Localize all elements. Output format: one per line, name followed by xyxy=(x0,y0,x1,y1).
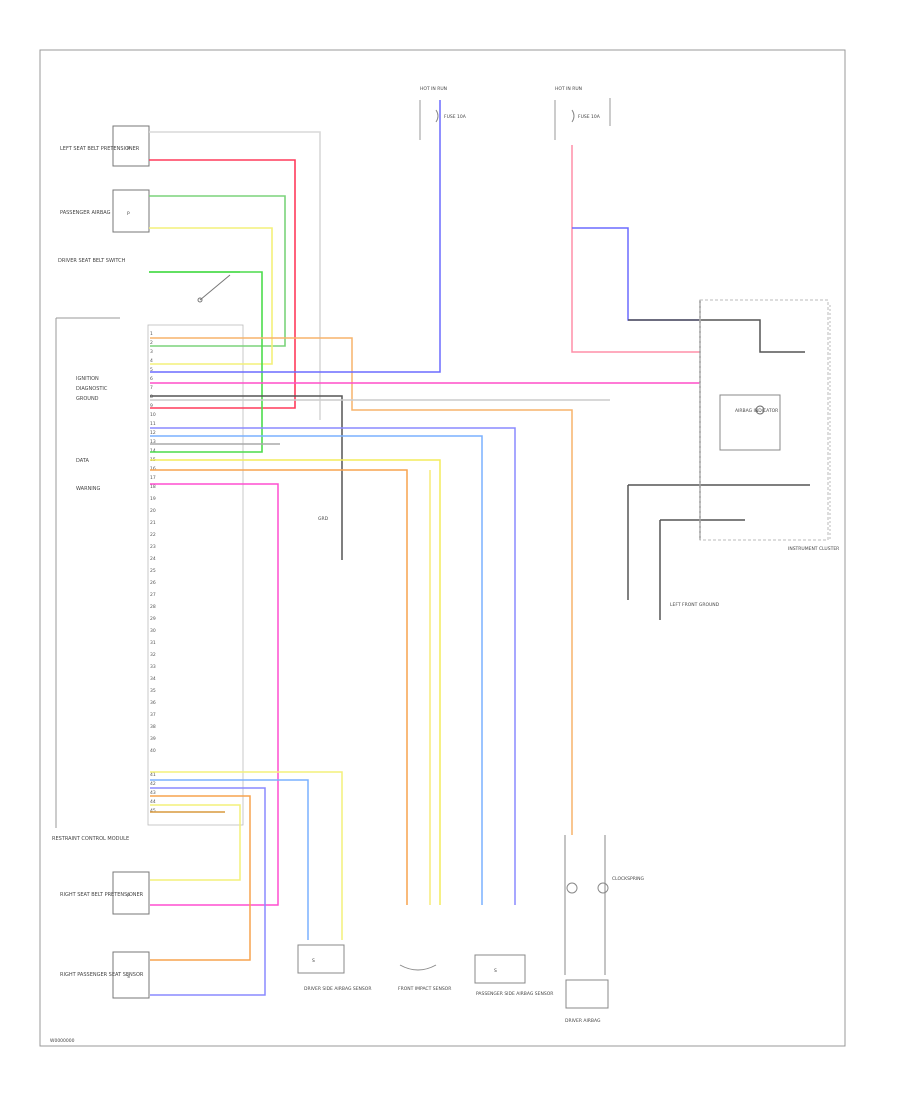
front-impact-sensor-label: FRONT IMPACT SENSOR xyxy=(398,986,451,992)
wires-module-right xyxy=(150,100,700,906)
module-diag-label: DIAGNOSTIC xyxy=(76,386,108,392)
svg-text:P: P xyxy=(127,146,130,152)
left-ground-label: LEFT FRONT GROUND xyxy=(670,602,720,608)
svg-text:26: 26 xyxy=(150,580,156,586)
passenger-airbag: P PASSENGER AIRBAG xyxy=(60,189,150,233)
right-passenger-sensor: S RIGHT PASSENGER SEAT SENSOR xyxy=(60,951,150,999)
module-data-label: DATA xyxy=(76,458,89,464)
svg-text:20: 20 xyxy=(150,508,156,514)
fuse-left-label: FUSE 10A xyxy=(444,114,467,120)
driver-side-sensor-label: DRIVER SIDE AIRBAG SENSOR xyxy=(304,986,371,992)
svg-text:41: 41 xyxy=(150,772,156,778)
svg-text:27: 27 xyxy=(150,592,156,598)
airbag-indicator-label: AIRBAG INDICATOR xyxy=(735,408,778,414)
driver-side-sensor: S DRIVER SIDE AIRBAG SENSOR xyxy=(297,944,371,992)
fuse-right-label: FUSE 10A xyxy=(578,114,601,120)
svg-text:3: 3 xyxy=(150,349,153,355)
hot-fuse-left-label: HOT IN RUN xyxy=(420,86,447,92)
wires-instrument-cluster xyxy=(571,145,810,620)
svg-text:40: 40 xyxy=(150,748,156,754)
instrument-cluster: AIRBAG INDICATOR INSTRUMENT CLUSTER LEFT… xyxy=(318,299,839,608)
svg-text:21: 21 xyxy=(150,520,156,526)
passenger-airbag-label: PASSENGER AIRBAG xyxy=(60,210,111,216)
svg-text:37: 37 xyxy=(150,712,156,718)
svg-text:16: 16 xyxy=(150,466,156,472)
clockspring-label: CLOCKSPRING xyxy=(612,876,645,882)
module-ignition-label: IGNITION xyxy=(76,376,99,382)
controller-label: RESTRAINT CONTROL MODULE xyxy=(52,836,129,842)
svg-text:25: 25 xyxy=(150,568,156,574)
svg-text:13: 13 xyxy=(150,439,156,445)
seatbelt-switch-label: DRIVER SEAT BELT SWITCH xyxy=(58,258,126,264)
svg-text:P: P xyxy=(127,893,130,899)
diagram-footer: W0000000 xyxy=(50,1038,75,1044)
svg-text:8: 8 xyxy=(150,394,153,400)
svg-text:44: 44 xyxy=(150,799,156,805)
svg-text:2: 2 xyxy=(150,340,153,346)
svg-text:39: 39 xyxy=(150,736,156,742)
svg-text:35: 35 xyxy=(150,688,156,694)
svg-text:10: 10 xyxy=(150,412,156,418)
fuse-right: HOT IN RUN FUSE 10A xyxy=(554,86,611,140)
svg-text:23: 23 xyxy=(150,544,156,550)
svg-text:29: 29 xyxy=(150,616,156,622)
svg-text:6: 6 xyxy=(150,376,153,382)
right-seatbelt-pretensioner: P RIGHT SEAT BELT PRETENSIONER xyxy=(60,871,150,915)
svg-text:4: 4 xyxy=(150,358,153,364)
hot-fuse-right-label: HOT IN RUN xyxy=(555,86,582,92)
driver-airbag: DRIVER AIRBAG xyxy=(565,979,609,1024)
svg-text:5: 5 xyxy=(150,367,153,373)
passenger-side-sensor: S PASSENGER SIDE AIRBAG SENSOR xyxy=(474,954,553,997)
svg-text:S: S xyxy=(312,958,315,964)
svg-text:18: 18 xyxy=(150,484,156,490)
svg-text:43: 43 xyxy=(150,790,156,796)
restraint-control-module: IGNITION DIAGNOSTIC GROUND DATA WARNING … xyxy=(52,317,244,842)
svg-text:17: 17 xyxy=(150,475,156,481)
svg-text:12: 12 xyxy=(150,430,156,436)
wires-module-bottom xyxy=(150,771,343,996)
svg-text:P: P xyxy=(127,211,130,217)
svg-text:19: 19 xyxy=(150,496,156,502)
svg-text:31: 31 xyxy=(150,640,156,646)
svg-text:45: 45 xyxy=(150,808,156,814)
instrument-cluster-label: INSTRUMENT CLUSTER xyxy=(788,546,839,552)
seatbelt-switch: DRIVER SEAT BELT SWITCH xyxy=(58,258,231,303)
wires-left-components xyxy=(149,131,321,453)
module-warning-label: WARNING xyxy=(76,486,101,492)
svg-text:9: 9 xyxy=(150,403,153,409)
module-ground-label: GROUND xyxy=(76,396,99,402)
svg-text:30: 30 xyxy=(150,628,156,634)
svg-text:34: 34 xyxy=(150,676,156,682)
left-seatbelt-pretensioner: P LEFT SEAT BELT PRETENSIONER xyxy=(60,125,150,167)
diagram-frame xyxy=(39,49,846,1047)
svg-text:14: 14 xyxy=(150,448,156,454)
right-passenger-sensor-label: RIGHT PASSENGER SEAT SENSOR xyxy=(60,972,144,978)
svg-text:42: 42 xyxy=(150,781,156,787)
front-impact-sensor: FRONT IMPACT SENSOR xyxy=(398,964,451,992)
svg-text:32: 32 xyxy=(150,652,156,658)
svg-text:11: 11 xyxy=(150,421,156,427)
fuse-left: HOT IN RUN FUSE 10A xyxy=(419,86,467,140)
svg-text:33: 33 xyxy=(150,664,156,670)
svg-text:S: S xyxy=(494,968,497,974)
svg-text:38: 38 xyxy=(150,724,156,730)
passenger-side-sensor-label: PASSENGER SIDE AIRBAG SENSOR xyxy=(476,991,553,997)
svg-text:24: 24 xyxy=(150,556,156,562)
right-seatbelt-pretensioner-label: RIGHT SEAT BELT PRETENSIONER xyxy=(60,892,144,898)
clockspring: CLOCKSPRING xyxy=(564,835,645,975)
svg-text:28: 28 xyxy=(150,604,156,610)
svg-text:S: S xyxy=(127,974,130,980)
svg-text:7: 7 xyxy=(150,385,153,391)
svg-text:1: 1 xyxy=(150,331,153,337)
left-seatbelt-pretensioner-label: LEFT SEAT BELT PRETENSIONER xyxy=(60,146,140,152)
svg-text:36: 36 xyxy=(150,700,156,706)
ground-wire-label: GRD xyxy=(318,516,329,522)
svg-text:22: 22 xyxy=(150,532,156,538)
driver-airbag-label: DRIVER AIRBAG xyxy=(565,1018,601,1024)
